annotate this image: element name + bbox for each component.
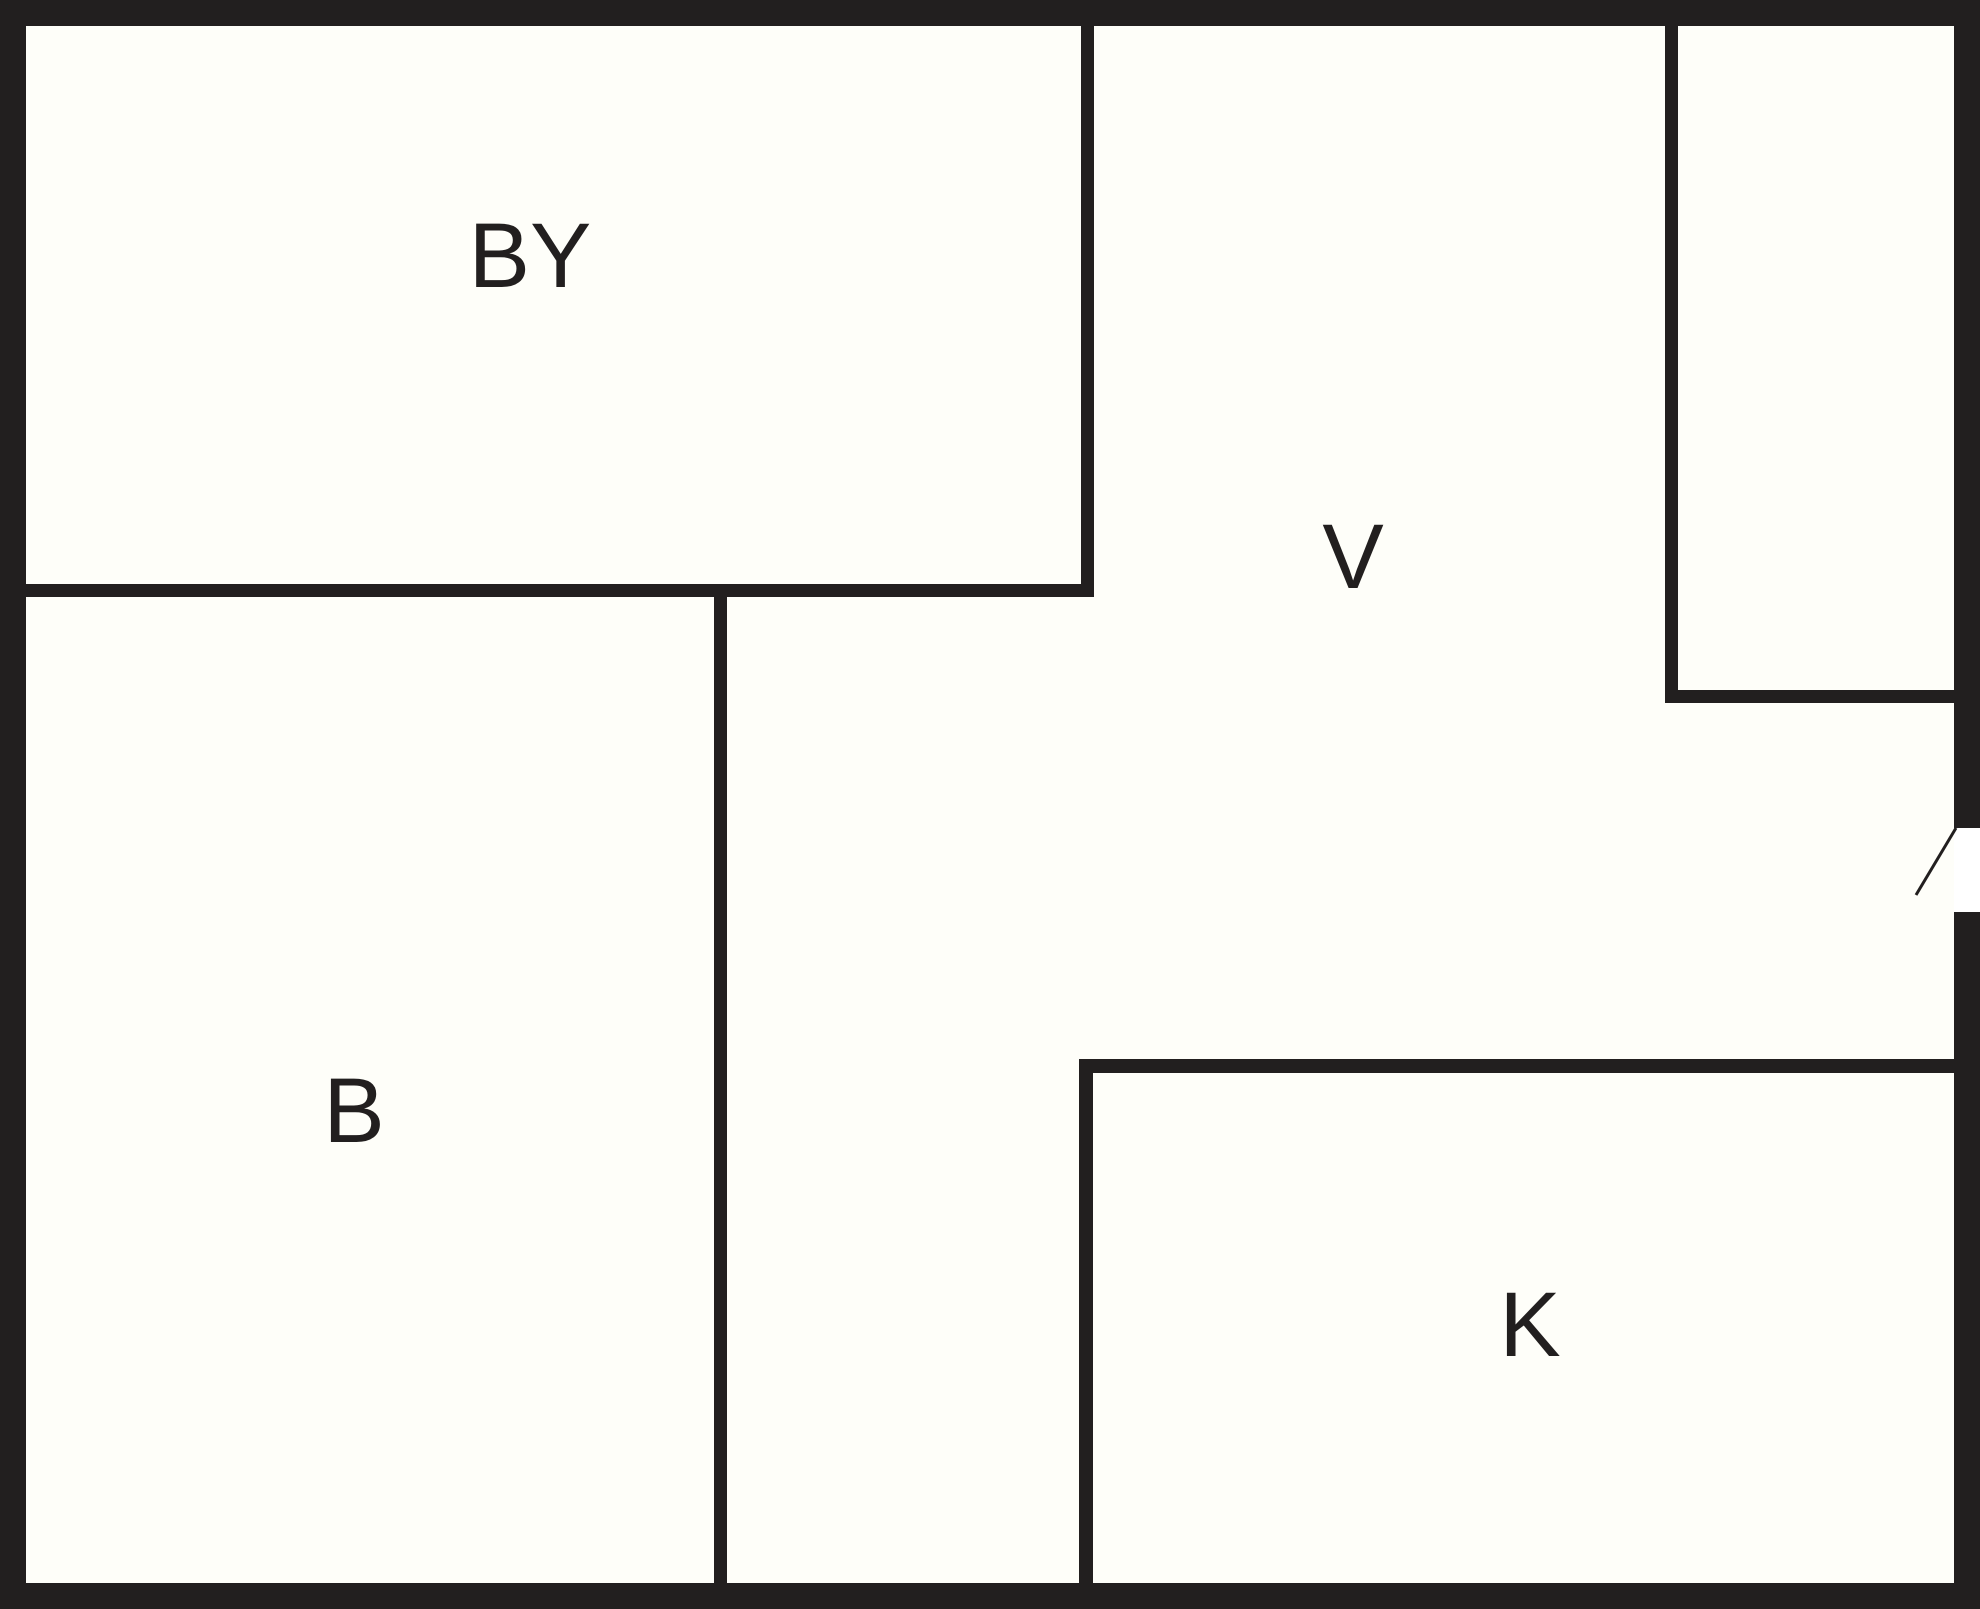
entrance-door [1914, 827, 1980, 912]
wall-by-right [1081, 0, 1094, 597]
room-label-b: B [323, 1060, 384, 1162]
outer-wall-right-upper [1954, 0, 1980, 828]
room-labels: BY V B K [323, 205, 1560, 1376]
outer-wall-top [0, 0, 1980, 26]
wall-closet-bottom [1665, 690, 1980, 703]
outer-wall-right-lower [1954, 912, 1980, 1609]
wall-k-top [1079, 1059, 1980, 1073]
outer-wall-bottom [0, 1583, 1980, 1609]
room-label-k: K [1499, 1274, 1560, 1376]
room-label-by: BY [469, 205, 592, 307]
outer-wall-left [0, 0, 26, 1609]
wall-closet-left [1665, 0, 1678, 703]
wall-by-bottom [0, 584, 1094, 597]
door-swing-line [1914, 827, 1958, 896]
wall-b-right [714, 584, 727, 1609]
door-opening [1954, 828, 1980, 912]
room-label-v: V [1322, 506, 1383, 608]
wall-k-left [1079, 1059, 1093, 1609]
